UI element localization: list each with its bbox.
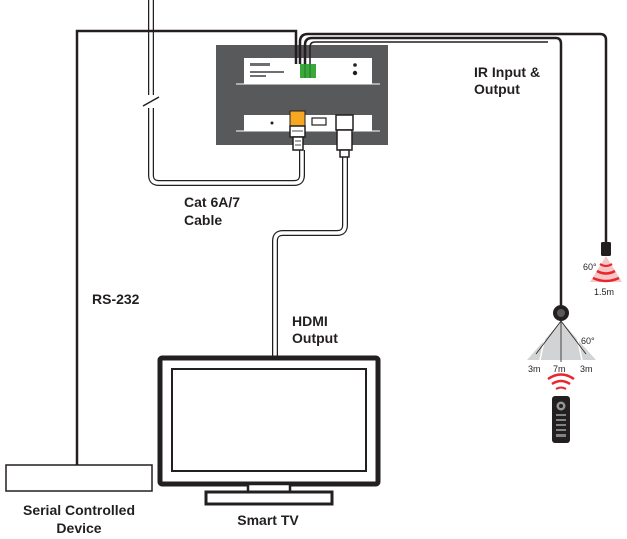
hdmi-port xyxy=(311,117,327,126)
ir-label-line1: IR Input & xyxy=(474,64,540,80)
rs232-cable xyxy=(75,29,298,465)
ir-emitter-cone xyxy=(590,256,622,282)
ir-receiver-range-center: 7m xyxy=(553,364,566,374)
receiver-desc-text-2 xyxy=(250,75,266,77)
serial-device-label-line1: Serial Controlled xyxy=(23,502,135,518)
serial-device-box xyxy=(5,464,153,492)
ir-receiver-angle: 60° xyxy=(581,336,595,346)
rj45-port xyxy=(289,110,306,127)
tv-screen xyxy=(171,368,367,472)
hdmi-plug-head xyxy=(335,114,354,131)
cat-cable-label-line1: Cat 6A/7 xyxy=(184,194,240,210)
ir-receiver-range-left: 3m xyxy=(528,364,541,374)
hdmi-plug-boot xyxy=(339,149,350,158)
cable-break-mark xyxy=(142,96,160,107)
cat-cable xyxy=(149,0,304,185)
hdmi-label-line1: HDMI xyxy=(292,313,328,329)
hdmi-cable xyxy=(273,150,347,358)
hdmi-plug-body xyxy=(336,129,353,151)
tv-stand-base xyxy=(204,490,334,506)
rj45-boot xyxy=(292,136,304,151)
receiver-desc-text xyxy=(250,71,284,73)
remote-signal-arc-1 xyxy=(551,379,571,386)
ir-receiver-cone xyxy=(527,321,596,360)
rs232-label: RS-232 xyxy=(92,291,140,307)
ir-receiver-range-right: 3m xyxy=(580,364,593,374)
smart-tv-label: Smart TV xyxy=(237,512,299,528)
ir-receiver-cable xyxy=(303,36,563,305)
terminal-block xyxy=(300,64,316,78)
ir-emitter-cable xyxy=(298,32,608,242)
serial-device-label-line2: Device xyxy=(56,520,101,536)
ir-emitter xyxy=(601,242,611,256)
remote-signal-arc-2 xyxy=(547,373,575,381)
receiver-led-1 xyxy=(353,63,357,67)
hdmi-label-line2: Output xyxy=(292,330,338,346)
ir-emitter-angle: 60° xyxy=(583,262,597,272)
receiver-model-text xyxy=(250,63,270,66)
ir-label-line2: Output xyxy=(474,81,520,97)
cat-cable-label-line2: Cable xyxy=(184,212,222,228)
rj45-plug xyxy=(289,125,306,138)
receiver-led-2 xyxy=(352,70,358,76)
ir-emitter-range: 1.5m xyxy=(594,287,614,297)
